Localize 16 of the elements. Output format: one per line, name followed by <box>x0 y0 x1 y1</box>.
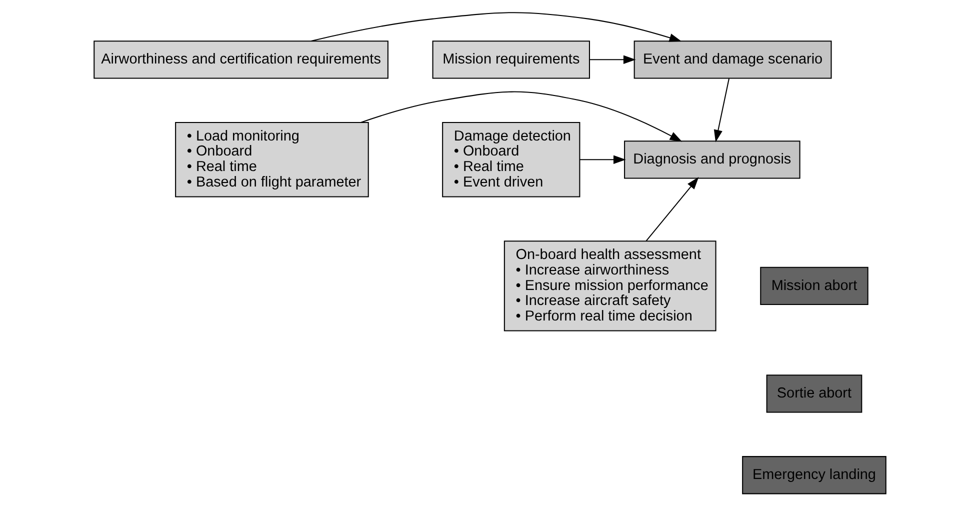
node-box: • Load monitoring • Onboard • Real time • Based on flight parameter <box>174 122 368 198</box>
arrow <box>713 78 729 142</box>
node-box: Airworthiness and certification requirements <box>93 40 388 79</box>
arrow <box>579 155 626 164</box>
arrow <box>310 12 682 42</box>
node-box: On-board health assessment • Increase airworthiness • Ensure mission performance • Increase aircraft safety • Perform real time decision <box>503 240 716 332</box>
node-box: Damage detection • Onboard • Real time • Event driven <box>442 122 580 198</box>
arrow <box>645 177 698 242</box>
node-box: Diagnosis and prognosis <box>624 140 800 179</box>
node-box: Mission abort <box>760 266 868 306</box>
arrow <box>360 91 682 142</box>
arrow <box>589 55 636 64</box>
node-box: Emergency landing <box>742 456 886 494</box>
node-box: Event and damage scenario <box>633 40 832 79</box>
node-box: Mission requirements <box>432 40 590 79</box>
node-box: Sortie abort <box>766 374 862 413</box>
